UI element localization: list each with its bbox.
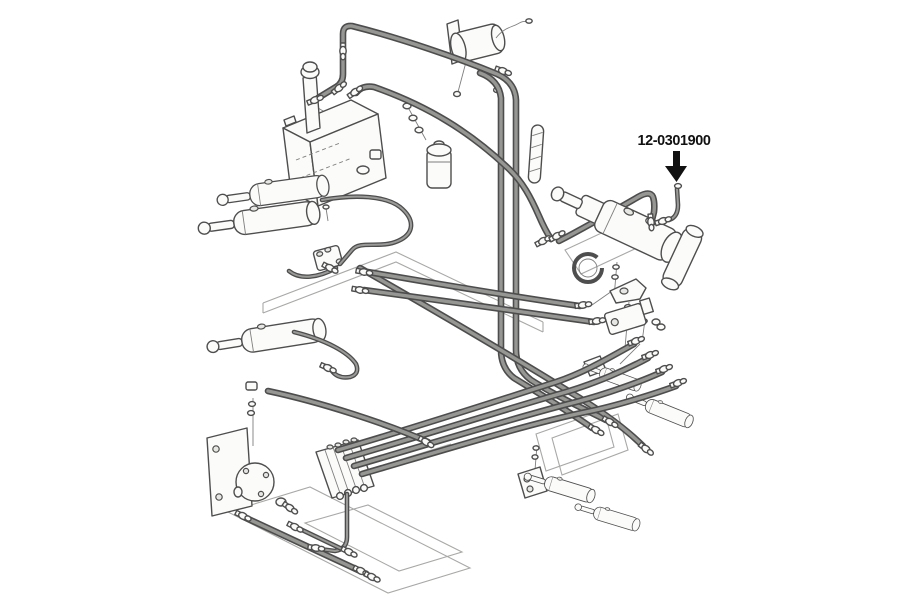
hose-fitting [573, 299, 593, 310]
hose-horizontal-1-core [366, 270, 582, 308]
hose-fitting [533, 233, 553, 249]
hose-fitting [339, 42, 347, 61]
hose-trim-jumper-lower-core [293, 331, 359, 379]
hose-long-1-core [242, 515, 360, 572]
hose-fitting [280, 500, 300, 517]
hose-nipple [673, 182, 683, 190]
hose-tank-side [352, 83, 555, 243]
hose-fitting [587, 315, 607, 326]
washer [651, 318, 661, 326]
wire-lead [495, 21, 528, 39]
pump-assembly [206, 427, 296, 517]
hose-fitting [354, 266, 374, 278]
hose-trim-jumper-upper-core [321, 195, 412, 265]
plate-hole [526, 485, 534, 493]
hose-horizontal-2-core [362, 288, 596, 324]
hose-fitting [339, 544, 359, 560]
part-number-label: 12-0301900 [637, 132, 711, 149]
hose-fitting [350, 284, 370, 296]
hose-long-2-core [297, 527, 347, 552]
hose-bundle-4-core [360, 384, 678, 476]
hose-pump-feed [264, 387, 432, 446]
fittings-layer [233, 42, 689, 585]
down-arrow-icon [665, 151, 687, 182]
hose-network [240, 22, 681, 574]
filter-canister [426, 140, 452, 189]
pivot-pin [527, 124, 545, 184]
hose-fitting [285, 519, 305, 535]
hose-tank-side-core [354, 84, 553, 241]
mounting-bracket-lower [603, 297, 655, 335]
hose-fitting [637, 440, 656, 458]
anchor-cylinder-4 [572, 497, 643, 533]
power-trim-cylinder [550, 186, 704, 291]
hose-bundle-3-core [352, 370, 664, 468]
hose-fitting [653, 214, 674, 228]
hose-fitting [318, 361, 339, 376]
mounting-bracket-upper [609, 278, 647, 304]
washer [656, 323, 666, 331]
hose-bundle-2-core [344, 356, 650, 460]
hose-pump-feed-core [266, 389, 430, 444]
o-ring-clamp [572, 252, 604, 284]
hose-fitting [233, 508, 254, 524]
